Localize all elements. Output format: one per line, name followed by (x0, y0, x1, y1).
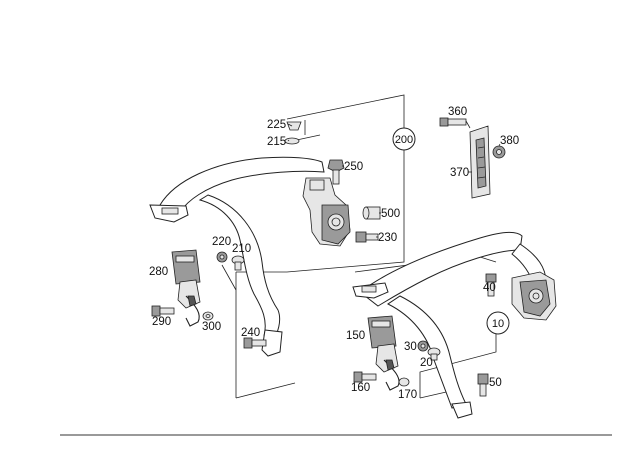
nut-380-icon (492, 145, 506, 159)
callout-circle-200: 200 (392, 127, 416, 151)
left-belt-webbing (149, 156, 325, 357)
cover-500-icon (362, 206, 381, 220)
screw-20-icon (427, 347, 441, 361)
label-240: 240 (241, 327, 260, 339)
washer-300-icon (202, 311, 214, 321)
height-adjuster-370 (469, 125, 491, 199)
washer-215 (284, 137, 300, 145)
label-40: 40 (483, 282, 496, 294)
part-labels: 225 215 250 500 230 220 210 280 290 300 … (149, 106, 519, 401)
right-buckle-150 (367, 315, 400, 391)
label-370: 370 (450, 167, 469, 179)
screw-210-icon (231, 255, 245, 271)
label-220: 220 (212, 236, 231, 248)
callout-circle-10: 10 (486, 311, 510, 335)
label-160: 160 (351, 382, 370, 394)
bolt-360-icon (439, 117, 467, 127)
clip-225 (286, 121, 302, 131)
left-retractor (302, 177, 351, 247)
label-230: 230 (378, 232, 397, 244)
label-500: 500 (381, 208, 400, 220)
label-30: 30 (404, 341, 417, 353)
bolt-290-icon (151, 305, 175, 317)
label-20: 20 (420, 357, 433, 369)
label-225: 225 (267, 119, 286, 131)
label-380: 380 (500, 135, 519, 147)
label-280: 280 (149, 266, 168, 278)
callout-200-text: 200 (395, 134, 413, 146)
leader-lines (287, 120, 501, 238)
label-170: 170 (398, 389, 417, 401)
bolt-50-icon (477, 373, 489, 397)
bolt-230-icon (355, 231, 379, 243)
bolt-40-icon (485, 273, 497, 297)
nut-220-icon (216, 251, 228, 263)
bolt-240-icon (243, 337, 267, 349)
callout-10-text: 10 (492, 318, 504, 330)
nut-30-icon (417, 340, 429, 352)
label-50: 50 (489, 377, 502, 389)
right-retractor (511, 271, 557, 321)
label-150: 150 (346, 330, 365, 342)
bolt-160-icon (353, 371, 377, 383)
label-210: 210 (232, 243, 251, 255)
bolt-250-icon (327, 159, 345, 185)
label-290: 290 (152, 316, 171, 328)
washer-170-icon (398, 377, 410, 387)
left-buckle-280 (171, 249, 201, 327)
label-250: 250 (344, 161, 363, 173)
label-300: 300 (202, 321, 221, 333)
label-360: 360 (448, 106, 467, 118)
label-215: 215 (267, 136, 286, 148)
